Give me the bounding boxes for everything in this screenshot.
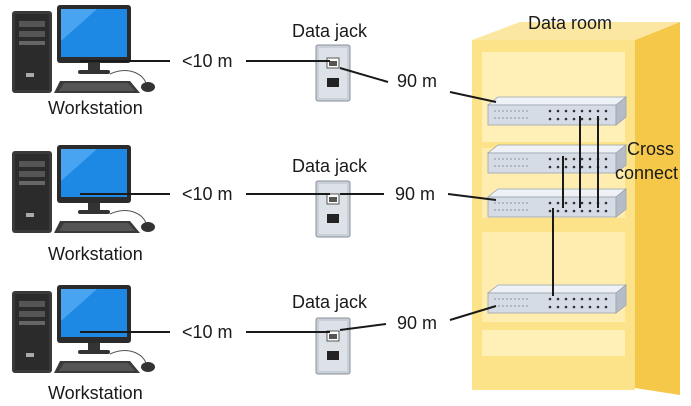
data-jack-plate [315, 180, 351, 238]
horizontal-cables [339, 67, 497, 331]
data-jack-label: Data jack [292, 156, 368, 176]
far-distance-label: 90 m [397, 71, 438, 91]
cross-connect-cables [552, 116, 599, 296]
data-jack-plate [315, 44, 351, 102]
patch-panel [487, 284, 627, 314]
workstation-label: Workstation [48, 244, 143, 264]
workstation-computer [11, 284, 156, 374]
data-room-title: Data room [528, 13, 613, 33]
data-jack-plate [315, 317, 351, 375]
near-distance-label: <10 m [182, 322, 233, 342]
data-jack-label: Data jack [292, 292, 368, 312]
near-distance-label: <10 m [182, 184, 233, 204]
workstation-computer [11, 144, 156, 234]
workstation-label: Workstation [48, 98, 143, 118]
near-distance-label: <10 m [182, 51, 233, 71]
far-distance-label: 90 m [395, 184, 436, 204]
workstation-label: Workstation [48, 383, 143, 403]
data-jack-label: Data jack [292, 21, 368, 41]
patch-panel [487, 188, 627, 218]
cross-connect-label-line1: Cross [627, 139, 675, 159]
far-distance-label: 90 m [397, 313, 438, 333]
patch-panel [487, 144, 627, 174]
workstation-computer [11, 4, 156, 94]
cross-connect-label-line2: connect [615, 163, 679, 183]
patch-cables [80, 60, 330, 333]
patch-panel [487, 96, 627, 126]
